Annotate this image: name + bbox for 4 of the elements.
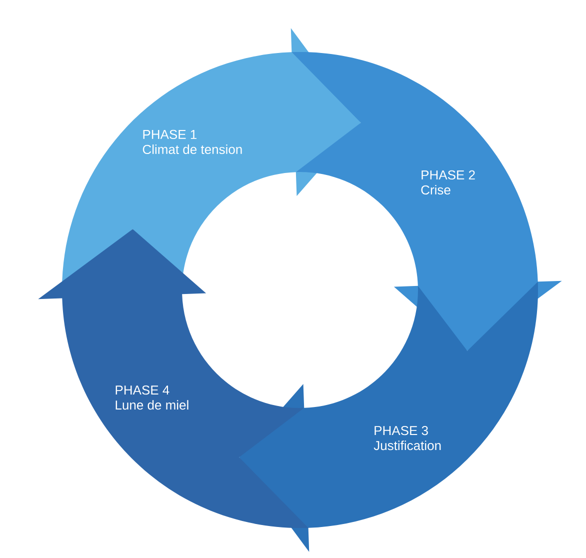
ring-segment: PHASE 3 Justification <box>239 282 538 552</box>
ring-segment: PHASE 4 Lune de miel <box>38 229 308 528</box>
ring-segment: PHASE 2 Crise <box>292 52 562 351</box>
ring-segment: PHASE 1 Climat de tension <box>62 28 361 298</box>
